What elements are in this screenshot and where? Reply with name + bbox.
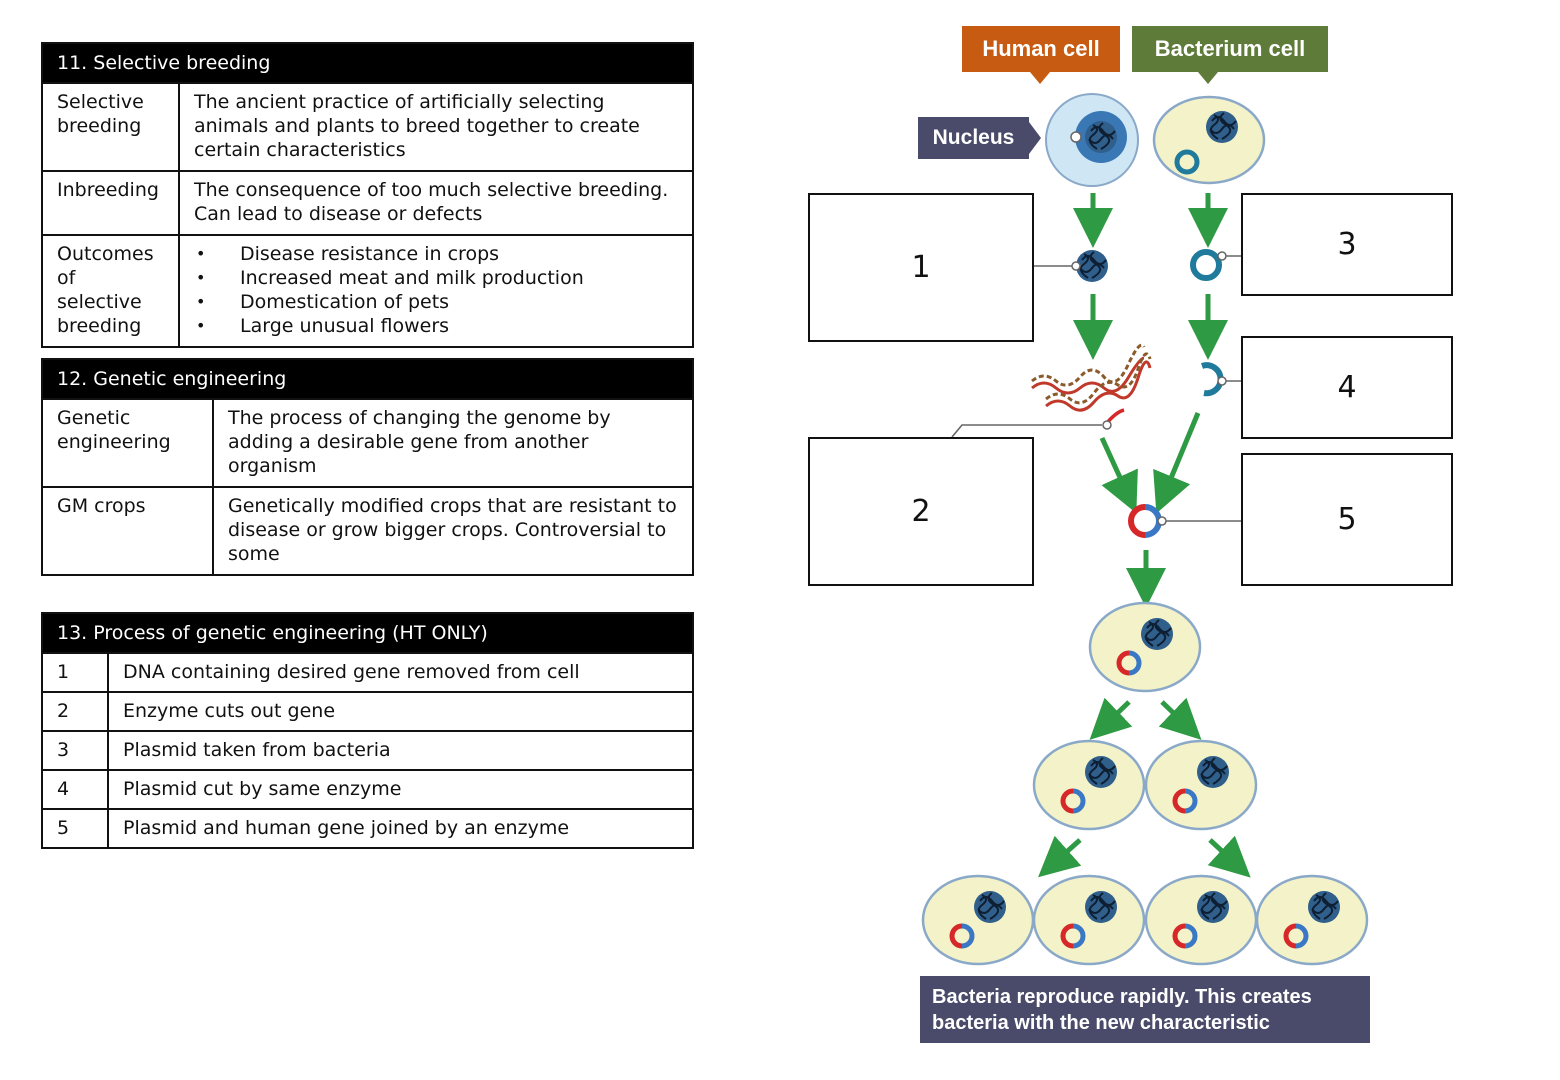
human-cell [1045,93,1139,187]
table-title: 13. Process of genetic engineering (HT O… [43,614,692,652]
list-item: Increased meat and milk production [194,266,678,290]
table-row: Selective breeding The ancient practice … [43,82,692,170]
table-title: 12. Genetic engineering [43,360,692,398]
term-cell: Inbreeding [43,172,180,234]
process-table: 13. Process of genetic engineering (HT O… [41,612,694,849]
step-text: DNA containing desired gene removed from… [123,661,580,683]
list-item: Disease resistance in crops [194,242,678,266]
term-cell: Outcomes of selective breeding [43,236,180,346]
gm-bacterium-cells [921,601,1369,966]
selective-breeding-table: 11. Selective breeding Selective breedin… [41,42,694,348]
dna-icon [1075,249,1109,283]
step-number: 2 [43,693,109,730]
plasmid-icon [1190,249,1227,281]
table-row: Outcomes of selective breeding Disease r… [43,234,692,346]
label-box-1: 1 [808,193,1034,342]
step-text: Plasmid taken from bacteria [123,739,391,761]
term-cell: GM crops [43,488,214,574]
recombinant-plasmid-icon [1128,504,1167,538]
table-row: Genetic engineering The process of chang… [43,398,692,486]
step-number: 4 [43,771,109,808]
table-row: 1 DNA containing desired gene removed fr… [43,652,692,691]
table-row: Inbreeding The consequence of too much s… [43,170,692,234]
diagram-caption: Bacteria reproduce rapidly. This creates… [920,976,1370,1043]
step-number: 1 [43,654,109,691]
bullet-cell: Disease resistance in crops Increased me… [180,236,692,346]
label-box-2: 2 [808,437,1034,586]
step-text: Plasmid cut by same enzyme [123,778,402,800]
bacterium-cell-label: Bacterium cell [1132,26,1328,72]
step-number: 3 [43,732,109,769]
table-row: 5 Plasmid and human gene joined by an en… [43,808,692,847]
definition-cell: Genetically modified crops that are resi… [228,495,677,565]
arrows [1038,193,1251,878]
label-box-4: 4 [1241,336,1453,439]
list-item: Domestication of pets [194,290,678,314]
table-row: 3 Plasmid taken from bacteria [43,730,692,769]
nucleus-label: Nucleus [918,117,1029,159]
label-box-5: 5 [1241,453,1453,586]
label-box-3: 3 [1241,193,1453,296]
term-cell: Genetic engineering [43,400,214,486]
genetic-engineering-table: 12. Genetic engineering Genetic engineer… [41,358,694,576]
definition-cell: The consequence of too much selective br… [194,179,669,225]
step-number: 5 [43,810,109,847]
list-item: Large unusual flowers [194,314,678,338]
step-text: Enzyme cuts out gene [123,700,336,722]
table-row: 2 Enzyme cuts out gene [43,691,692,730]
human-cell-label: Human cell [962,26,1120,72]
table-row: GM crops Genetically modified crops that… [43,486,692,574]
definition-cell: The ancient practice of artificially sel… [194,91,640,161]
table-title: 11. Selective breeding [43,44,692,82]
definition-cell: The process of changing the genome by ad… [228,407,611,477]
term-cell: Selective breeding [43,84,180,170]
table-row: 4 Plasmid cut by same enzyme [43,769,692,808]
step-text: Plasmid and human gene joined by an enzy… [123,817,570,839]
cut-plasmid-icon [1201,362,1227,397]
cut-dna-strands-icon [1031,343,1152,430]
bacterium-cell [1152,95,1266,185]
